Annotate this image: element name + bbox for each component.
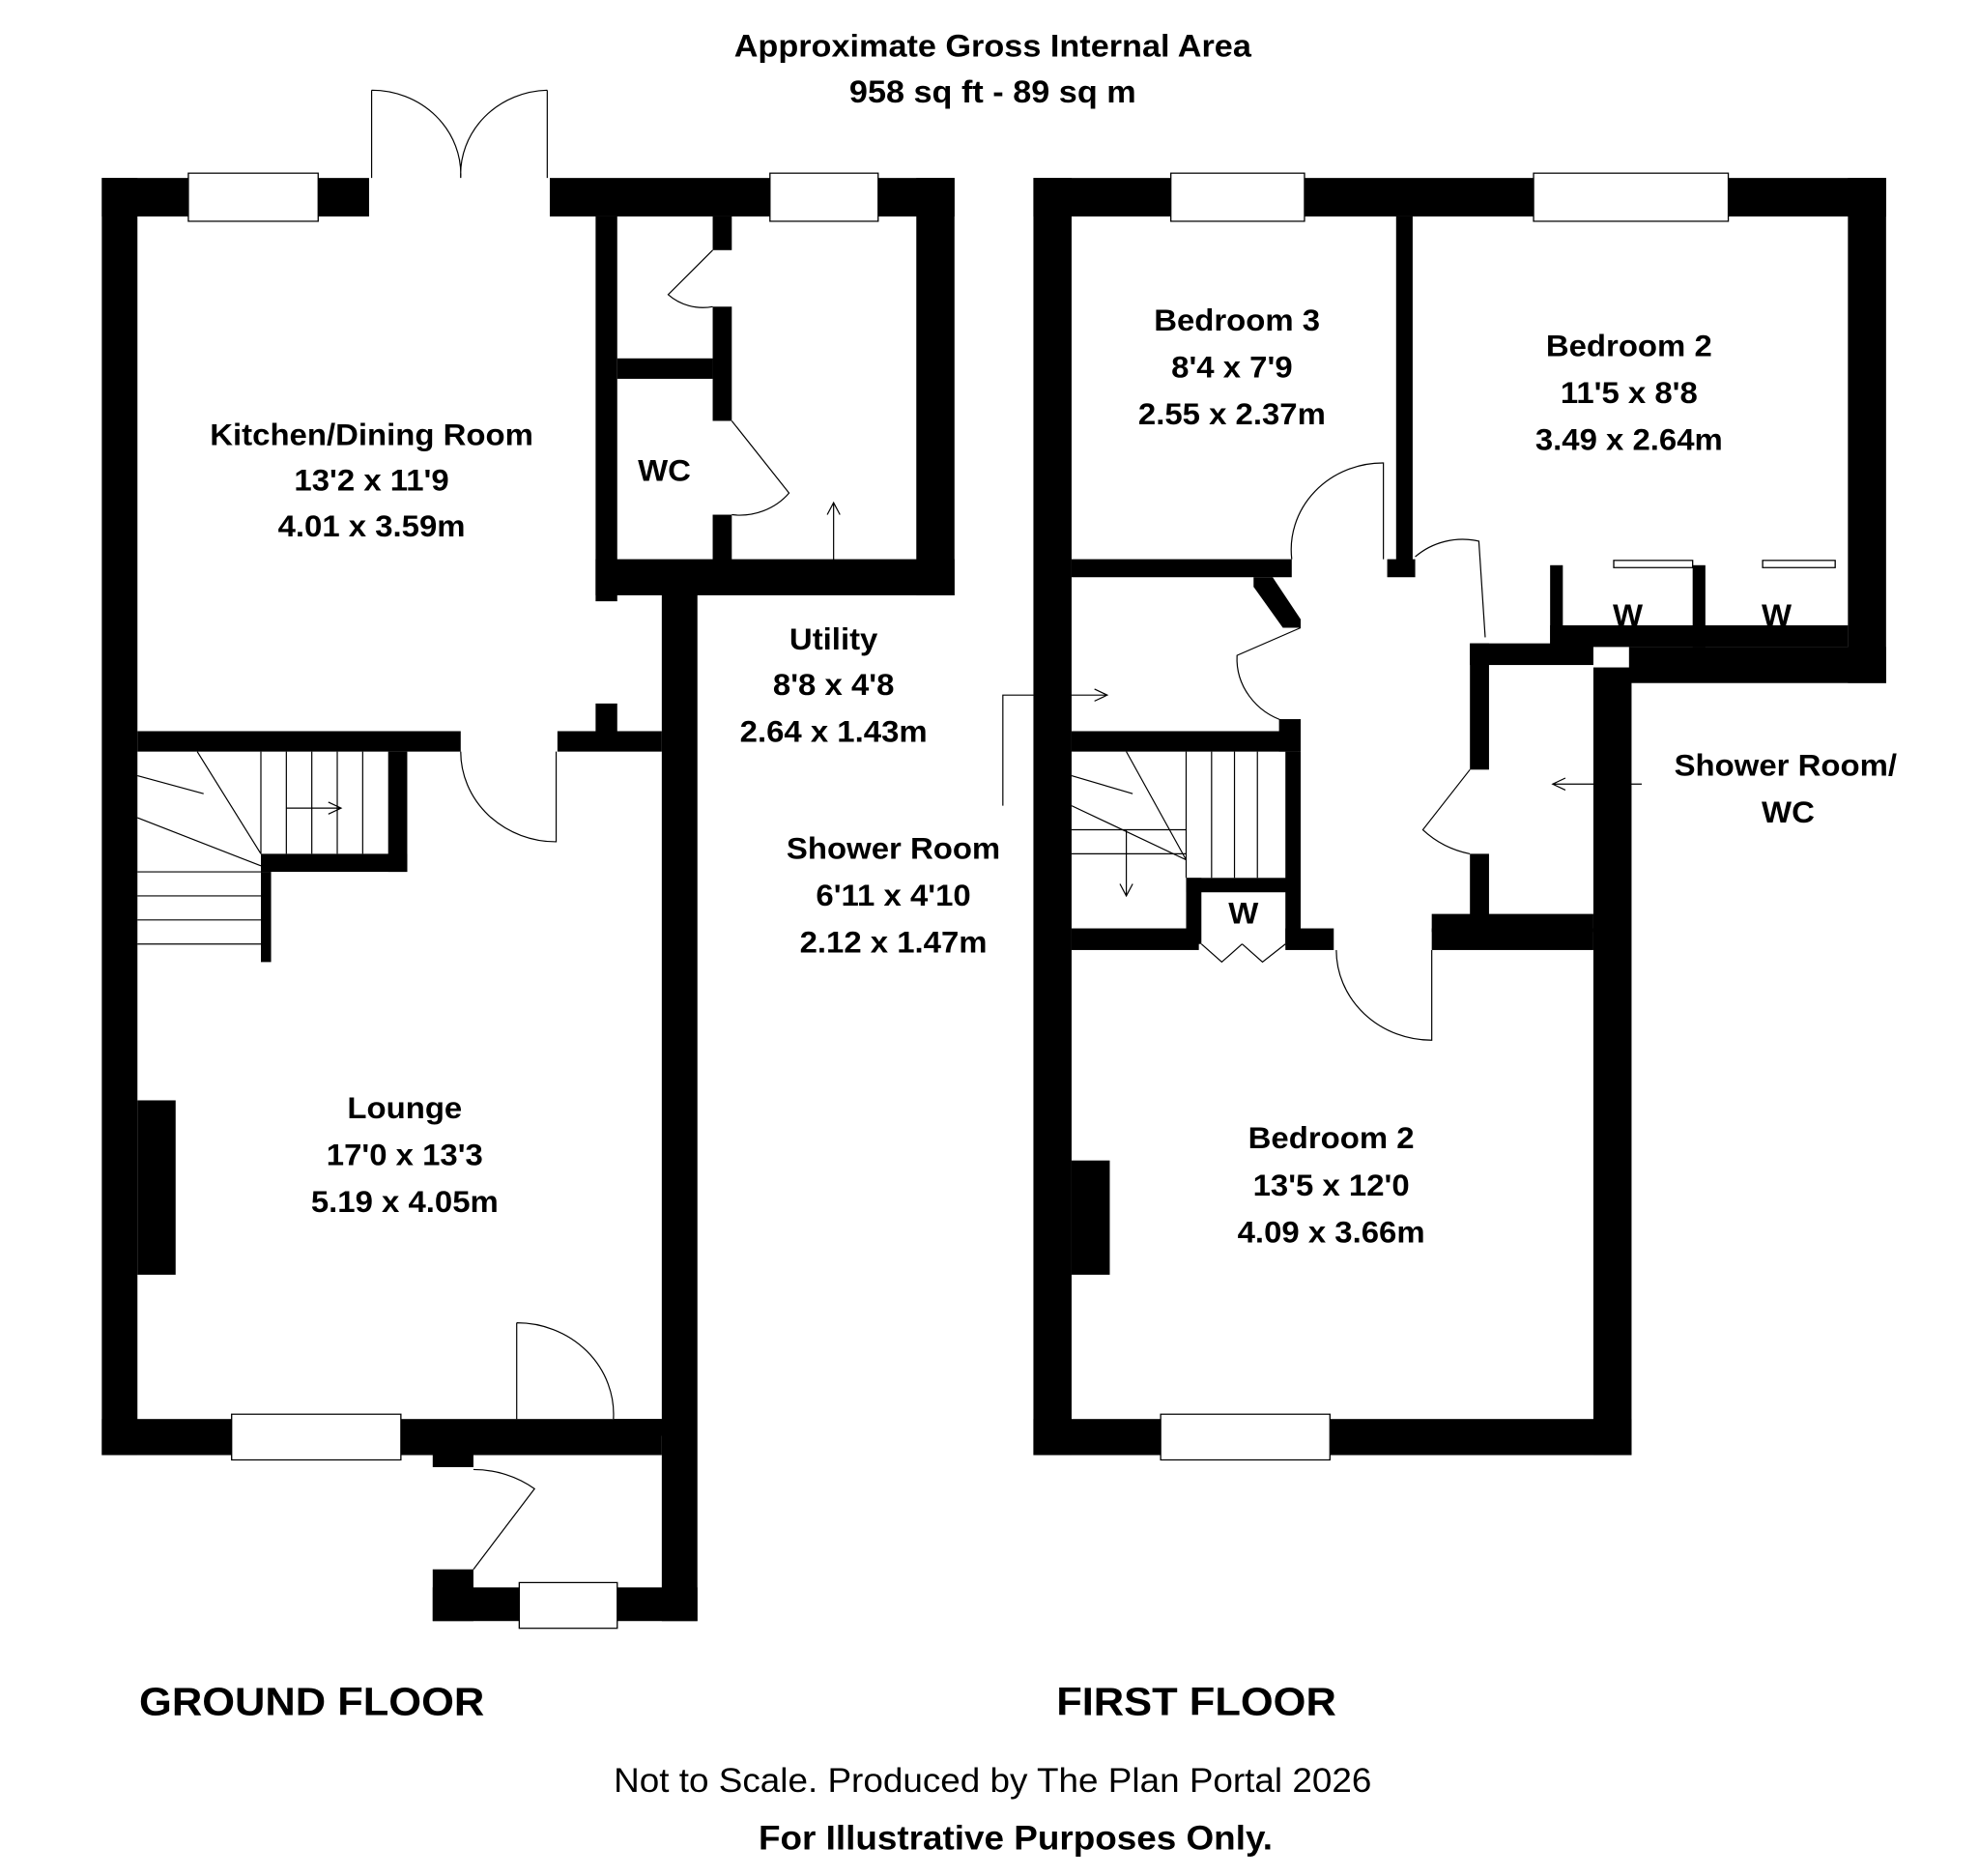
- area-value: 958 sq ft - 89 sq m: [849, 75, 1136, 110]
- room-name: Bedroom 2: [1546, 329, 1712, 362]
- room-size-metric: 2.55 x 2.37m: [1138, 397, 1326, 431]
- room-name: Kitchen/Dining Room: [210, 418, 533, 451]
- footer-illustrative: For Illustrative Purposes Only.: [759, 1820, 1273, 1858]
- room-size-metric: 4.09 x 3.66m: [1238, 1215, 1425, 1249]
- footer: Not to Scale. Produced by The Plan Porta…: [614, 1762, 1371, 1858]
- room-size-imperial: 8'4 x 7'9: [1171, 351, 1292, 385]
- room-size-imperial: 13'5 x 12'0: [1253, 1169, 1410, 1202]
- first-floor-windows: [1160, 172, 1836, 1461]
- first-floor-labels: Bedroom 3 8'4 x 7'9 2.55 x 2.37m Bedroom…: [787, 303, 1897, 1723]
- room-name: Shower Room/: [1675, 748, 1898, 782]
- room-size-metric: 2.12 x 1.47m: [800, 925, 988, 959]
- room-size-metric: 5.19 x 4.05m: [311, 1185, 499, 1219]
- wardrobe-label: W: [1613, 598, 1644, 632]
- ground-floor-doors: [372, 90, 841, 1569]
- room-size-imperial: 6'11 x 4'10: [816, 879, 970, 912]
- room-name: Utility: [789, 622, 878, 656]
- footer-disclaimer: Not to Scale. Produced by The Plan Porta…: [614, 1762, 1371, 1800]
- room-size-imperial: 8'8 x 4'8: [773, 668, 894, 702]
- room-size-imperial: 11'5 x 8'8: [1561, 376, 1698, 410]
- first-floor-walls: [1033, 178, 1886, 1456]
- room-name: Bedroom 3: [1154, 303, 1320, 337]
- area-title: Approximate Gross Internal Area: [734, 29, 1252, 64]
- room-name: Bedroom 2: [1248, 1121, 1415, 1155]
- first-floor-stairs: [1072, 752, 1257, 896]
- room-size-imperial: 17'0 x 13'3: [327, 1138, 483, 1171]
- floor-title: GROUND FLOOR: [139, 1679, 484, 1723]
- room-name: WC: [638, 454, 691, 488]
- room-size-metric: 2.64 x 1.43m: [740, 715, 928, 749]
- ground-floor-labels: Kitchen/Dining Room 13'2 x 11'9 4.01 x 3…: [139, 418, 928, 1723]
- ground-floor-windows: [187, 172, 879, 1630]
- room-name: Lounge: [347, 1091, 462, 1125]
- room-name-line2: WC: [1762, 795, 1815, 829]
- ground-floor-stairs: [137, 752, 362, 944]
- first-floor-doors: [1003, 463, 1642, 1040]
- room-name: Shower Room: [787, 831, 1000, 865]
- wardrobe-label: W: [1228, 896, 1259, 930]
- header: Approximate Gross Internal Area 958 sq f…: [734, 29, 1252, 109]
- room-size-metric: 4.01 x 3.59m: [278, 509, 466, 543]
- room-size-metric: 3.49 x 2.64m: [1535, 422, 1723, 456]
- wardrobe-label: W: [1762, 598, 1793, 632]
- room-size-imperial: 13'2 x 11'9: [294, 463, 448, 497]
- floor-title: FIRST FLOOR: [1056, 1679, 1336, 1723]
